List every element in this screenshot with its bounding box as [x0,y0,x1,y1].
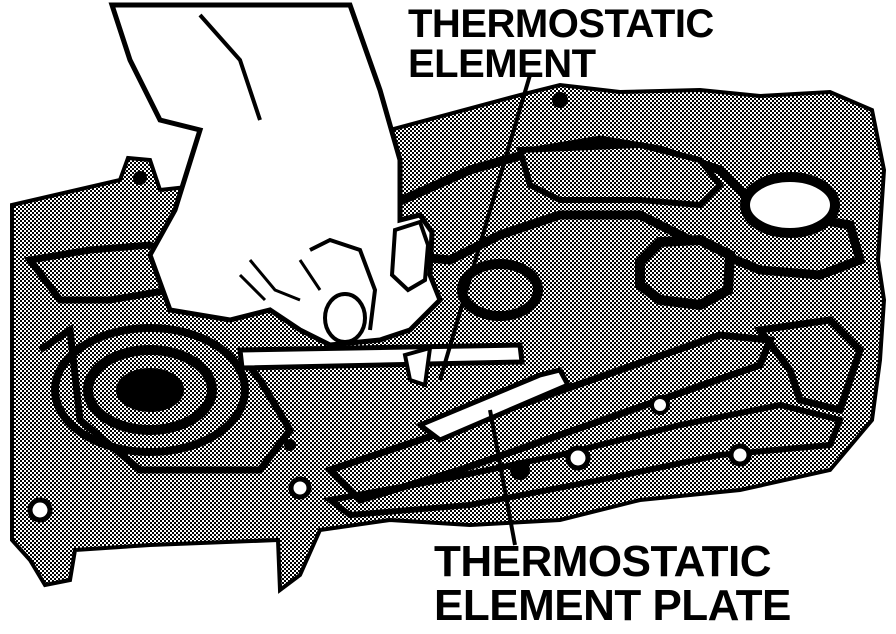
bolt-hole [510,460,530,480]
thermostatic-element [237,342,525,371]
thermostatic-element-plate [415,367,572,443]
bolt-hole [133,171,147,185]
right-lower-channel [753,316,865,415]
label-line: ELEMENT PLATE [434,581,791,630]
left-round-boss-ring [83,345,217,435]
bolt-hole [728,443,752,467]
hand-illustration [108,2,443,348]
bolt-hole [284,439,296,451]
label-line: THERMOSTATIC [434,537,771,586]
label-line: ELEMENT [408,42,596,86]
bolt-hole [288,476,312,500]
finger-crease [238,259,322,302]
thumbnail [323,292,367,344]
upper-right-port [740,172,840,238]
right-port-boss [635,234,736,311]
label-thermostatic-element: THERMOSTATIC ELEMENT [408,4,714,84]
bolt-hole [650,395,670,415]
bolt-hole [565,445,591,471]
label-thermostatic-element-plate: THERMOSTATIC ELEMENT PLATE [434,540,791,628]
left-round-boss-center [116,368,184,412]
leader-line-element [438,74,532,381]
upper-channel-outline [516,141,725,209]
second-finger [389,219,431,293]
center-port [457,259,543,321]
lower-channel-2 [322,401,845,519]
hand-sleeve-line [198,13,262,121]
leader-line-plate [488,409,517,546]
element-tip [402,345,433,388]
finger-outline [309,237,378,331]
upper-oil-channel [374,135,866,280]
label-line: THERMOSTATIC [408,2,714,46]
bolt-hole [27,497,53,523]
left-lower-channel [38,323,295,474]
bolt-hole [552,92,568,108]
